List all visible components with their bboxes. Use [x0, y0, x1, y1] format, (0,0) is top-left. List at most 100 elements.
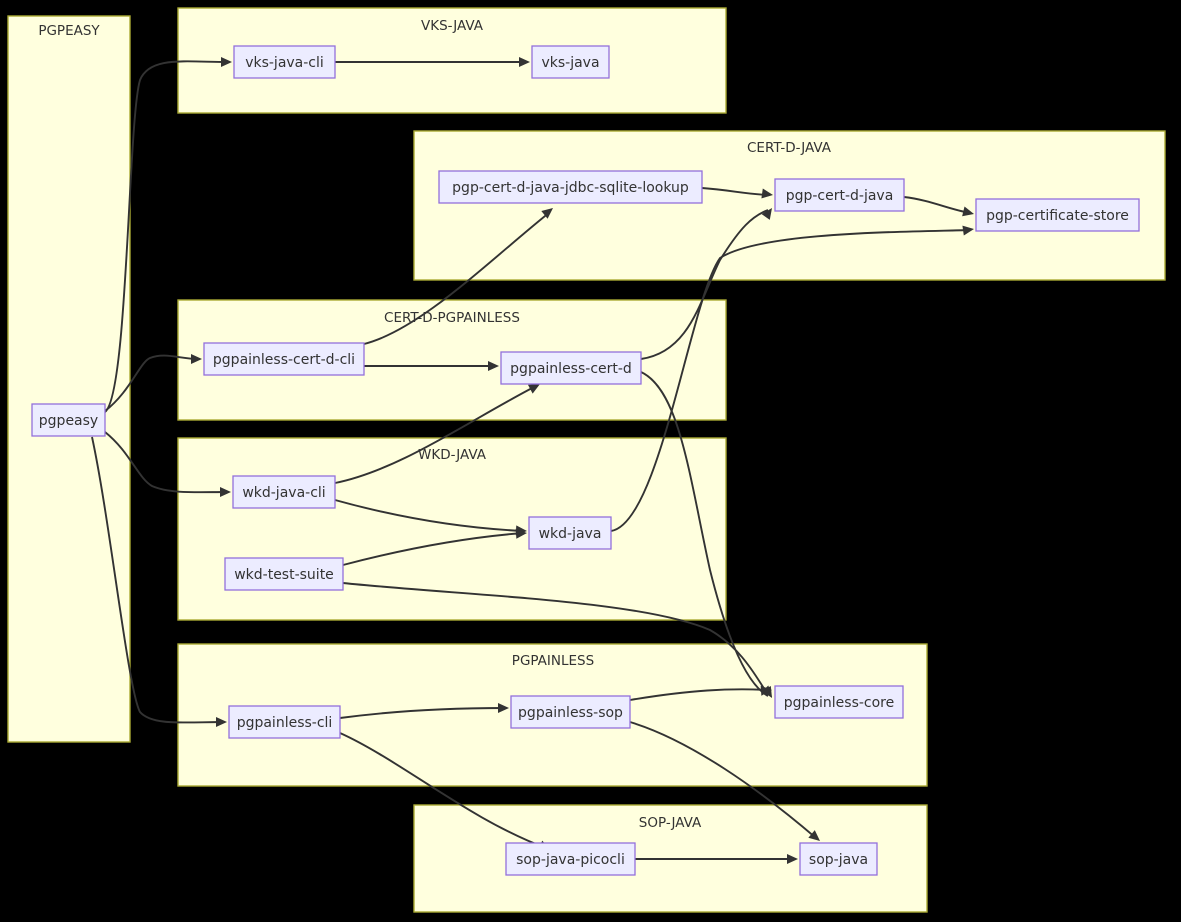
node-pgpainless-sop[interactable]: pgpainless-sop — [510, 695, 631, 729]
cluster-title-sop-java: SOP-JAVA — [639, 815, 702, 831]
node-pgpeasy[interactable]: pgpeasy — [31, 403, 106, 437]
clusters-layer: PGPEASY VKS-JAVA CERT-D-JAVA CERT-D-PGPAINL… — [7, 7, 1166, 913]
edge-arrowhead — [519, 57, 530, 67]
node-box-pgpeasy[interactable] — [31, 403, 106, 437]
node-label-pgpainless-cert-d-cli: pgpainless-cert-d-cli — [213, 352, 355, 368]
node-pgp-certificate-store[interactable]: pgp-certificate-store — [975, 198, 1140, 232]
node-label-pgp-cert-d-java-jdbc-sqlite-lookup: pgp-cert-d-java-jdbc-sqlite-lookup — [452, 180, 689, 196]
edge-sop-java-picocli-to-sop-java — [635, 854, 798, 864]
node-pgp-cert-d-java[interactable]: pgp-cert-d-java — [774, 178, 905, 212]
node-box-sop-java[interactable] — [799, 842, 878, 876]
edge-arrowhead — [488, 361, 499, 371]
edge-pgpainless-cli-to-pgpainless-sop — [339, 703, 509, 719]
edge-line — [363, 211, 551, 345]
edge-arrowhead — [962, 206, 974, 217]
node-box-pgpainless-core[interactable] — [774, 685, 904, 719]
edge-arrowhead — [498, 703, 509, 713]
node-label-sop-java: sop-java — [809, 852, 868, 868]
edge-arrowhead — [216, 717, 227, 727]
edge-arrowhead — [761, 208, 772, 220]
edge-line — [334, 385, 537, 484]
edge-pgpeasy-to-pgpainless-cli — [91, 436, 227, 727]
edge-arrowhead — [962, 225, 974, 236]
edge-line — [610, 229, 971, 532]
node-vks-java-cli[interactable]: vks-java-cli — [233, 45, 336, 79]
node-label-vks-java: vks-java — [541, 55, 599, 71]
node-box-pgp-cert-d-java-jdbc-sqlite-lookup[interactable] — [438, 170, 703, 204]
cluster-pgpeasy: PGPEASY — [7, 15, 131, 743]
edge-arrowhead — [787, 854, 798, 864]
node-box-pgpainless-sop[interactable] — [510, 695, 631, 729]
cluster-title-pgpainless: PGPAINLESS — [512, 653, 594, 669]
node-pgp-cert-d-java-jdbc-sqlite-lookup[interactable]: pgp-cert-d-java-jdbc-sqlite-lookup — [438, 170, 703, 204]
cluster-title-cert-d-pgpainless: CERT-D-PGPAINLESS — [384, 310, 520, 326]
edge-line — [104, 354, 199, 412]
node-label-pgpainless-cli: pgpainless-cli — [237, 715, 333, 731]
edge-line — [342, 532, 524, 566]
cluster-title-pgpeasy: PGPEASY — [38, 23, 100, 39]
node-box-wkd-java-cli[interactable] — [232, 475, 336, 509]
edge-pgpainless-cert-d-cli-to-pgp-cert-d-java-jdbc-sqlite-lookup — [363, 208, 553, 345]
edge-pgpeasy-to-vks-java-cli — [104, 57, 232, 413]
edge-arrowhead — [808, 830, 820, 841]
node-sop-java-picocli[interactable]: sop-java-picocli — [505, 842, 636, 876]
edge-arrowhead — [761, 188, 773, 199]
node-pgpainless-cert-d[interactable]: pgpainless-cert-d — [500, 351, 642, 385]
edge-line — [334, 499, 524, 532]
cluster-title-wkd-java: WKD-JAVA — [418, 447, 487, 463]
node-box-pgpainless-cli[interactable] — [228, 705, 341, 739]
edge-line — [629, 688, 769, 701]
edge-arrowhead — [191, 354, 202, 364]
edge-line — [339, 732, 547, 849]
edge-line — [342, 582, 769, 695]
edges-layer — [91, 57, 974, 864]
edge-line — [91, 436, 224, 724]
edge-arrowhead — [515, 528, 527, 539]
node-box-pgpainless-cert-d[interactable] — [500, 351, 642, 385]
node-label-pgp-certificate-store: pgp-certificate-store — [986, 208, 1129, 224]
edge-line — [640, 209, 769, 360]
node-sop-java[interactable]: sop-java — [799, 842, 878, 876]
edge-pgpainless-sop-to-sop-java — [629, 721, 820, 841]
edge-arrowhead — [541, 208, 553, 219]
node-box-vks-java-cli[interactable] — [233, 45, 336, 79]
node-pgpainless-cli[interactable]: pgpainless-cli — [228, 705, 341, 739]
edge-pgpainless-cert-d-cli-to-pgpainless-cert-d — [364, 361, 499, 371]
edge-line — [104, 431, 228, 494]
node-label-wkd-test-suite: wkd-test-suite — [234, 567, 334, 583]
node-box-pgp-cert-d-java[interactable] — [774, 178, 905, 212]
node-pgpainless-core[interactable]: pgpainless-core — [774, 685, 904, 719]
cluster-box-pgpeasy — [7, 15, 131, 743]
node-vks-java[interactable]: vks-java — [531, 45, 610, 79]
node-label-vks-java-cli: vks-java-cli — [245, 55, 324, 71]
node-wkd-test-suite[interactable]: wkd-test-suite — [224, 557, 344, 591]
node-label-pgpainless-core: pgpainless-core — [784, 695, 894, 711]
node-wkd-java-cli[interactable]: wkd-java-cli — [232, 475, 336, 509]
node-box-pgp-certificate-store[interactable] — [975, 198, 1140, 232]
node-label-pgpainless-cert-d: pgpainless-cert-d — [510, 361, 632, 377]
node-pgpainless-cert-d-cli[interactable]: pgpainless-cert-d-cli — [203, 342, 365, 376]
node-label-pgpainless-sop: pgpainless-sop — [518, 705, 623, 721]
cluster-title-vks-java: VKS-JAVA — [421, 18, 484, 34]
edge-wkd-java-to-pgp-certificate-store — [610, 225, 974, 532]
edge-line — [629, 721, 817, 839]
edge-pgpainless-cert-d-to-pgp-cert-d-java — [640, 208, 772, 360]
node-box-wkd-java[interactable] — [528, 516, 612, 550]
node-box-sop-java-picocli[interactable] — [505, 842, 636, 876]
node-wkd-java[interactable]: wkd-java — [528, 516, 612, 550]
edge-wkd-java-cli-to-pgpainless-cert-d — [334, 384, 540, 484]
node-box-vks-java[interactable] — [531, 45, 610, 79]
edge-pgpeasy-to-pgpainless-cert-d-cli — [104, 354, 202, 412]
edge-pgp-cert-d-java-to-pgp-certificate-store — [903, 196, 974, 217]
cluster-title-cert-d-java: CERT-D-JAVA — [747, 140, 832, 156]
nodes-layer: pgpeasy vks-java-cli vks-java pgp-cert-d-ja… — [31, 45, 1140, 876]
edge-pgpeasy-to-wkd-java-cli — [104, 431, 231, 497]
node-box-wkd-test-suite[interactable] — [224, 557, 344, 591]
edge-line — [339, 707, 506, 719]
node-box-pgpainless-cert-d-cli[interactable] — [203, 342, 365, 376]
edge-arrowhead — [527, 384, 540, 394]
edge-line — [104, 60, 229, 413]
node-label-pgp-cert-d-java: pgp-cert-d-java — [786, 188, 894, 204]
